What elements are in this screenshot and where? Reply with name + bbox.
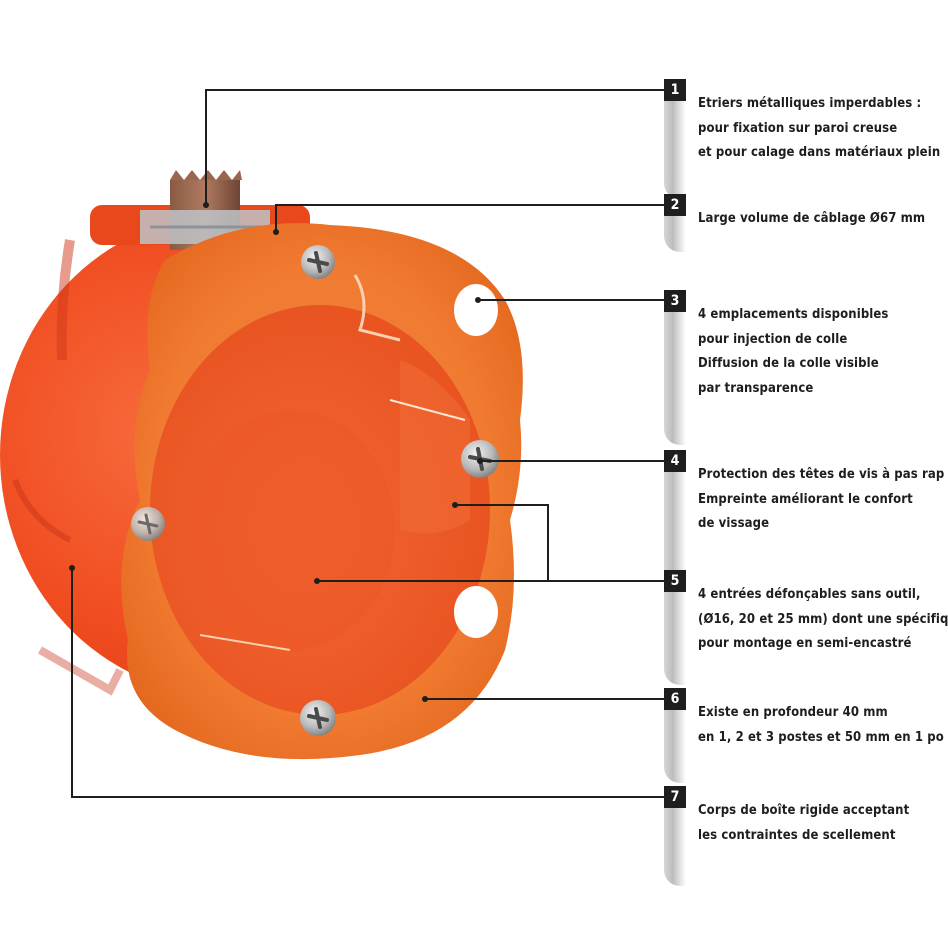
callout-tab [664, 806, 686, 886]
screw-icon [301, 245, 335, 279]
callout-tab [664, 708, 686, 783]
leader-line-2 [275, 204, 664, 232]
callout-line: par transparence [698, 380, 814, 396]
callout-number-badge: 3 [664, 290, 686, 312]
callout-text: Existe en profondeur 40 mm en 1, 2 et 3 p… [698, 701, 944, 750]
glue-injection-hole [454, 284, 498, 336]
callout-line: les contraintes de scellement [698, 827, 896, 843]
screw-icon [131, 507, 165, 541]
callout-number-badge: 1 [664, 79, 686, 101]
callout-line: 4 emplacements disponibles [698, 307, 889, 322]
callout-line: Empreinte améliorant le confort [698, 491, 913, 507]
callout-text: 4 entrées défonçables sans outil, (Ø16, 2… [698, 583, 948, 657]
callout-line: et pour calage dans matériaux plein [698, 145, 941, 160]
callout-text: 4 emplacements disponibles pour injection… [698, 303, 889, 401]
callout-line: (Ø16, 20 et 25 mm) dont une spécifiq [698, 611, 948, 627]
screw-icon [300, 700, 336, 736]
callout-line: Corps de boîte rigide acceptant [698, 803, 910, 818]
callout-text: Etriers métalliques imperdables : pour fi… [698, 92, 940, 166]
callout-tab [664, 214, 686, 252]
callout-line: pour fixation sur paroi creuse [698, 120, 898, 136]
leader-line-1 [205, 89, 664, 205]
callout-tab [664, 590, 686, 685]
callout-tab [664, 99, 686, 199]
leader-dots [69, 202, 483, 702]
callout-line: 4 entrées défonçables sans outil, [698, 587, 921, 602]
callout-line: de vissage [698, 516, 770, 531]
callout-number-badge: 6 [664, 688, 686, 710]
callout-tab [664, 310, 686, 445]
callout-tab [664, 470, 686, 585]
leader-lines [71, 89, 664, 798]
callout-line: pour montage en semi-encastré [698, 636, 912, 651]
callout-line: Large volume de câblage Ø67 mm [698, 211, 926, 226]
front-flange [121, 223, 523, 760]
callout-line: pour injection de colle [698, 331, 848, 347]
callout-text: Large volume de câblage Ø67 mm [698, 207, 925, 232]
screws [131, 245, 499, 736]
glue-injection-hole [454, 586, 498, 638]
callout-line: Protection des têtes de vis à pas rap [698, 467, 945, 482]
callout-number-badge: 5 [664, 570, 686, 592]
callout-number-badge: 7 [664, 786, 686, 808]
callout-line: Diffusion de la colle visible [698, 356, 879, 371]
callout-number-badge: 2 [664, 194, 686, 216]
leader-line-7 [71, 568, 664, 798]
callout-number-badge: 4 [664, 450, 686, 472]
callout-line: en 1, 2 et 3 postes et 50 mm en 1 po [698, 729, 944, 745]
leader-line-5 [317, 504, 664, 582]
callout-line: Etriers métalliques imperdables : [698, 96, 922, 111]
callout-line: Existe en profondeur 40 mm [698, 705, 888, 720]
callout-text: Corps de boîte rigide acceptant les contr… [698, 799, 909, 848]
